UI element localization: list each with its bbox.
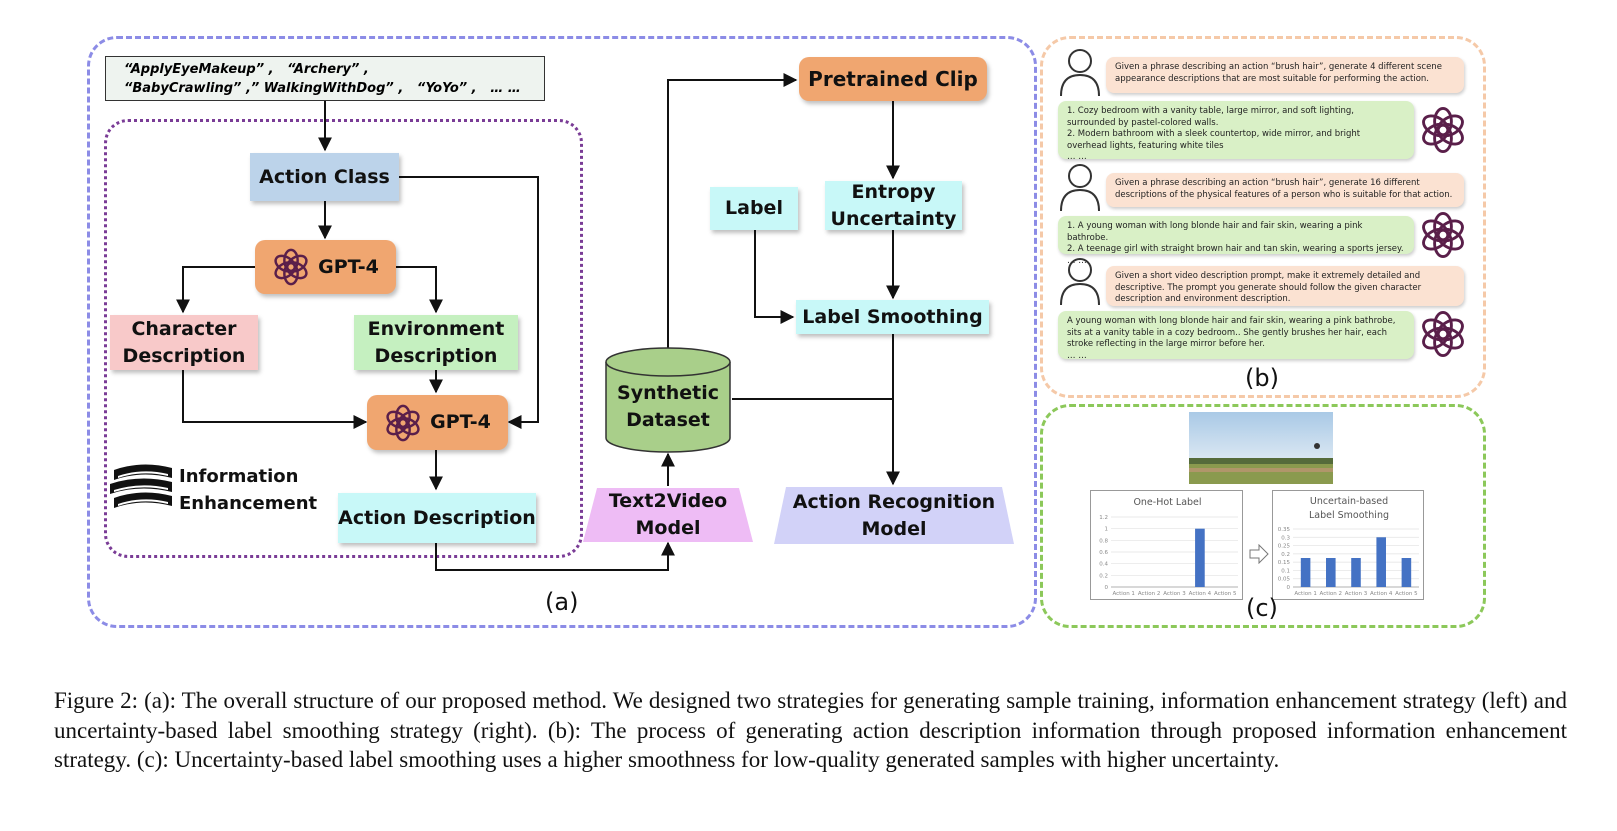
books-icon (110, 464, 172, 508)
action-recognition-label: Action Recognition Model (792, 490, 996, 540)
chat-gpt-message-1: 1. Cozy bedroom with a vanity table, lar… (1058, 101, 1414, 162)
label-smoothing-label: Label Smoothing (802, 305, 983, 328)
action-class-node: Action Class (250, 153, 399, 201)
x-tick-label: Action 5 (1395, 591, 1418, 597)
bar-action-1 (1300, 558, 1311, 587)
openai-logo-icon (1422, 211, 1464, 259)
synthetic-dataset-label: Synthetic Dataset (617, 382, 719, 431)
y-tick-label: 0.35 (1278, 527, 1291, 533)
character-description-label: Character Description (122, 317, 246, 367)
label-smoothing-chart-title: Uncertain-based Label Smoothing (1309, 496, 1389, 521)
panel-a-border (87, 36, 1037, 628)
y-tick-label: 1.2 (1099, 515, 1108, 521)
bar-action-5 (1401, 558, 1412, 587)
entropy-uncertainty-node: Entropy Uncertainty (825, 181, 962, 230)
x-tick-label: Action 1 (1294, 591, 1316, 597)
gpt4-bottom-node: GPT-4 (367, 395, 508, 450)
database-cylinder-icon (605, 347, 731, 453)
chat-user-message-2: Given a phrase describing an action “bru… (1106, 173, 1464, 207)
x-tick-label: Action 3 (1345, 591, 1368, 597)
action-recognition-shape (774, 487, 1014, 544)
y-tick-label: 0.4 (1099, 562, 1108, 568)
right-arrow-icon (1249, 544, 1269, 564)
gpt4-bottom-label: GPT-4 (430, 411, 491, 433)
text2video-label: Text2Video Model (608, 490, 728, 539)
bar-action-3 (1351, 558, 1361, 587)
y-tick-label: 0.8 (1099, 538, 1108, 544)
y-tick-label: 0 (1105, 585, 1109, 591)
y-tick-label: 0 (1287, 585, 1291, 591)
character-description-node: Character Description (110, 315, 258, 370)
chat-gpt-message-3: A young woman with long blonde hair and … (1058, 311, 1414, 361)
text2video-model-node: Text2Video Model (583, 488, 753, 542)
action-description-node: Action Description (338, 493, 536, 543)
gpt4-top-node: GPT-4 (255, 240, 396, 294)
y-tick-label: 0.25 (1278, 544, 1291, 550)
openai-logo-icon (386, 404, 420, 441)
information-enhancement-box (104, 119, 583, 558)
panel-a-tag: (a) (545, 588, 579, 616)
user-avatar-icon (1060, 164, 1100, 212)
action-recognition-model-node: Action Recognition Model (774, 487, 1014, 544)
landscape-photo (1189, 412, 1333, 484)
one-hot-chart-title: One-Hot Label (1133, 497, 1202, 508)
chat-gpt-message-2: 1. A young woman with long blonde hair a… (1058, 216, 1414, 266)
environment-description-node: Environment Description (354, 315, 518, 370)
chat-user-message-1: Given a phrase describing an action “bru… (1106, 57, 1464, 93)
x-tick-label: Action 5 (1214, 591, 1237, 597)
class-list-line-1: “ApplyEyeMakeup” , “Archery” , (124, 62, 369, 77)
action-class-list: “ApplyEyeMakeup” , “Archery” , “BabyCraw… (105, 56, 545, 101)
user-avatar-icon (1060, 49, 1100, 97)
label-node: Label (710, 187, 798, 230)
label-smoothing-chart: Uncertain-based Label Smoothing 0 0.05 0.1… (1272, 490, 1424, 600)
x-tick-label: Action 2 (1138, 591, 1160, 597)
y-tick-label: 0.2 (1281, 552, 1290, 558)
y-tick-label: 0.2 (1099, 573, 1108, 579)
entropy-uncertainty-label: Entropy Uncertainty (830, 180, 957, 230)
pretrained-clip-node: Pretrained Clip (799, 57, 987, 101)
label-text: Label (725, 197, 783, 219)
x-tick-label: Action 4 (1370, 591, 1393, 597)
openai-logo-icon (274, 248, 308, 286)
panel-b-border (1040, 36, 1486, 398)
panel-b-tag: (b) (1245, 364, 1279, 392)
y-tick-label: 0.05 (1278, 577, 1291, 583)
text2video-shape (583, 488, 753, 542)
y-tick-label: 0.6 (1099, 550, 1108, 556)
class-list-line-2: “BabyCrawling” ,” WalkingWithDog” , “YoY… (124, 81, 521, 96)
figure-caption: Figure 2: (a): The overall structure of … (54, 688, 1567, 772)
bar-action-4 (1195, 528, 1205, 587)
synthetic-dataset-node: Synthetic Dataset (604, 346, 732, 454)
openai-logo-icon (1422, 106, 1464, 154)
x-tick-label: Action 1 (1112, 591, 1134, 597)
y-tick-label: 0.15 (1278, 560, 1291, 566)
environment-description-label: Environment Description (367, 317, 505, 367)
bar-action-4 (1376, 537, 1386, 587)
openai-logo-icon (1422, 310, 1464, 358)
bar-action-2 (1326, 558, 1336, 587)
information-enhancement-label: Information Enhancement (179, 466, 318, 514)
x-tick-label: Action 3 (1163, 591, 1186, 597)
pretrained-clip-label: Pretrained Clip (808, 66, 978, 91)
y-tick-label: 0.1 (1281, 568, 1290, 574)
user-avatar-icon (1060, 258, 1100, 306)
label-smoothing-node: Label Smoothing (796, 300, 989, 334)
gpt4-top-label: GPT-4 (318, 255, 379, 278)
action-class-label: Action Class (259, 165, 390, 188)
action-description-label: Action Description (338, 506, 536, 529)
y-tick-label: 1 (1105, 527, 1109, 533)
panel-c-tag: (c) (1246, 594, 1278, 622)
y-tick-label: 0.3 (1281, 535, 1290, 541)
x-tick-label: Action 2 (1320, 591, 1342, 597)
chat-user-message-3: Given a short video description prompt, … (1106, 266, 1464, 306)
x-tick-label: Action 4 (1189, 591, 1212, 597)
panel-c-border (1040, 404, 1486, 628)
